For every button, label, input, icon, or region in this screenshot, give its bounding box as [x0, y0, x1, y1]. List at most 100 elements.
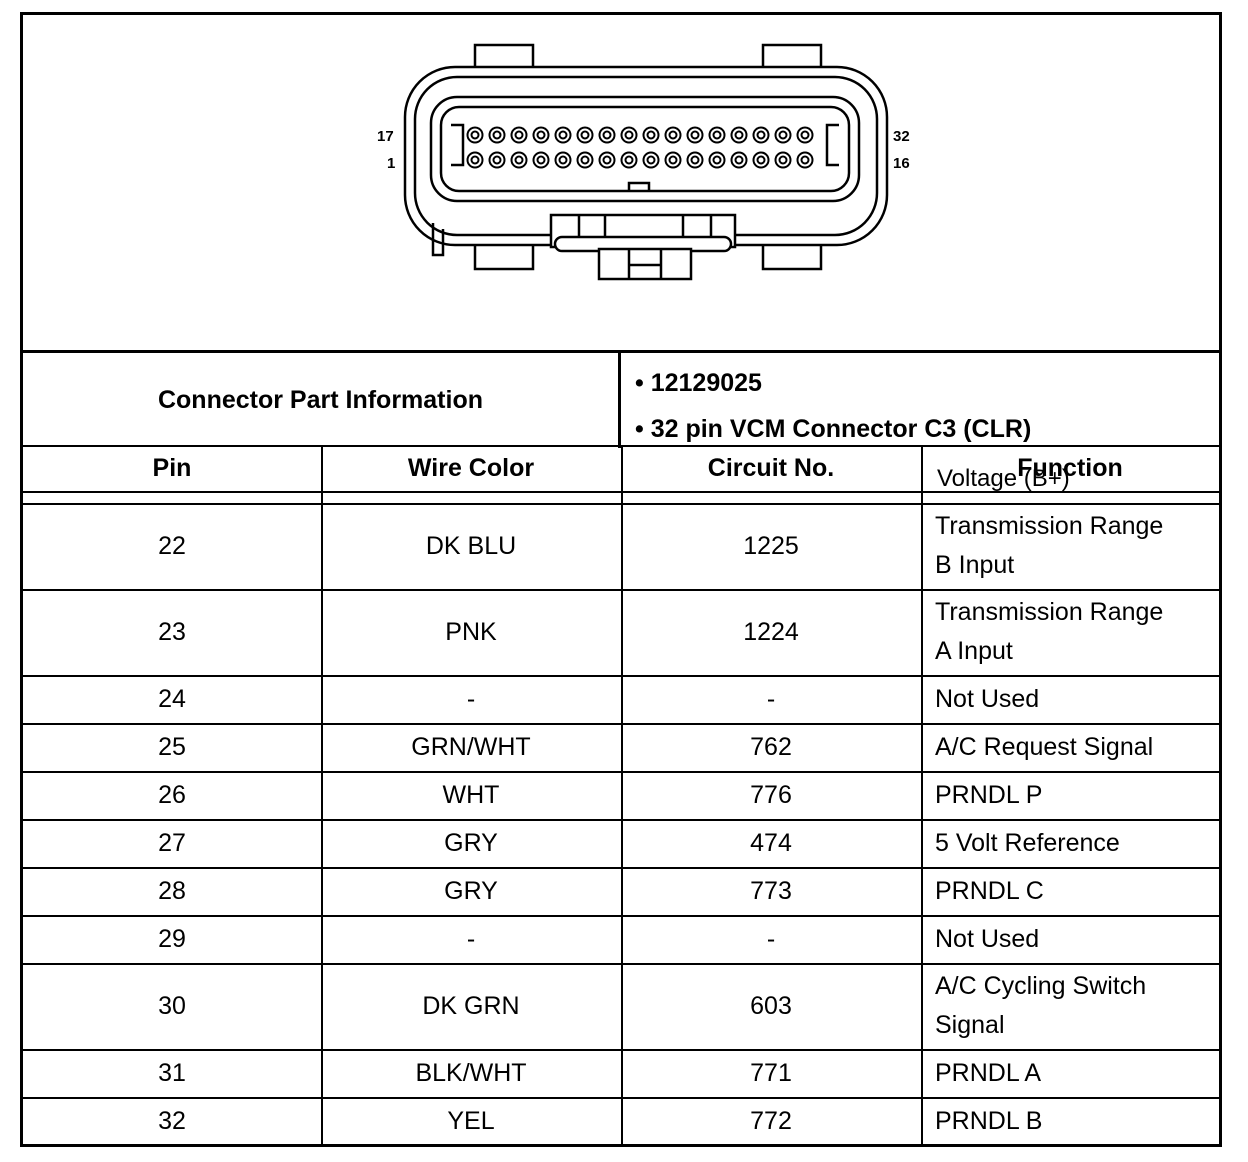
cell-pin: 26 [158, 780, 186, 809]
pin-hole-inner [646, 130, 656, 140]
pin-hole-inner [602, 130, 612, 140]
pin-hole-inner [756, 155, 766, 165]
pin-hole-inner [558, 155, 568, 165]
pin-hole [466, 151, 484, 169]
pin-hole [532, 151, 550, 169]
pin-hole-inner [778, 155, 788, 165]
cell-wire-color: PNK [445, 617, 497, 646]
cell-pin: 29 [158, 924, 186, 953]
row-divider [23, 445, 1219, 447]
cell-pin: 32 [158, 1106, 186, 1135]
overlapping-function-text: Voltage (B+) [937, 465, 1070, 492]
pin-hole [488, 151, 506, 169]
cell-wire-color: DK BLU [425, 531, 517, 560]
pin-hole-inner [800, 155, 810, 165]
cell-pin: 24 [158, 684, 186, 713]
pin-hole-inner [624, 155, 634, 165]
pin-hole [752, 126, 770, 144]
cell-function: PRNDL B [921, 1097, 1219, 1145]
function-line: Transmission Range [935, 512, 1164, 540]
function-line: Signal [935, 1011, 1005, 1039]
pin-hole-inner [646, 155, 656, 165]
cell-wire-color: WHT [442, 780, 500, 809]
row-divider [23, 491, 1219, 493]
cell-wire-color: YEL [447, 1106, 495, 1135]
pin-hole [620, 151, 638, 169]
header-circuit-no: Circuit No. [707, 453, 835, 482]
cell-wire-color: - [466, 684, 476, 713]
pin-hole-inner [624, 130, 634, 140]
pin-hole [532, 126, 550, 144]
cell-wire-color: BLK/WHT [415, 1058, 527, 1087]
pin-hole [554, 151, 572, 169]
pin-hole [796, 126, 814, 144]
pin-label-16: 16 [893, 155, 910, 172]
pin-hole-inner [514, 155, 524, 165]
cell-function: PRNDL C [921, 867, 1219, 915]
pin-hole-inner [734, 130, 744, 140]
row-divider [23, 723, 1219, 725]
connector-description: • 32 pin VCM Connector C3 (CLR) [635, 415, 1032, 443]
cell-function: Not Used [921, 675, 1219, 723]
cell-pin: 30 [158, 991, 186, 1020]
pin-hole-inner [536, 155, 546, 165]
pin-hole [774, 126, 792, 144]
pin-hole [510, 151, 528, 169]
cell-wire-color: DK GRN [422, 991, 520, 1020]
cell-circuit-no: 773 [750, 876, 792, 905]
pin-hole-inner [470, 130, 480, 140]
cell-pin: 23 [158, 617, 186, 646]
pin-label-32: 32 [893, 128, 910, 145]
pin-hole [620, 126, 638, 144]
pin-hole-inner [690, 155, 700, 165]
pin-hole [686, 151, 704, 169]
cell-pin: 28 [158, 876, 186, 905]
pin-hole-inner [800, 130, 810, 140]
cell-circuit-no: 603 [750, 991, 792, 1020]
cell-wire-color: GRN/WHT [411, 732, 531, 761]
row-divider [23, 771, 1219, 773]
pin-hole [664, 126, 682, 144]
function-line: A/C Request Signal [935, 732, 1154, 761]
pin-hole [642, 151, 660, 169]
pin-hole [466, 126, 484, 144]
cell-circuit-no: 1224 [743, 617, 799, 646]
pin-hole-inner [712, 130, 722, 140]
pin-hole [488, 126, 506, 144]
cell-wire-color: - [466, 924, 476, 953]
pin-hole-inner [558, 130, 568, 140]
row-divider [23, 503, 1219, 505]
pin-hole-inner [470, 155, 480, 165]
function-line: A Input [935, 637, 1013, 665]
row-divider [23, 963, 1219, 965]
cell-function: Not Used [921, 915, 1219, 963]
connector-part-info-label: Connector Part Information [23, 353, 621, 448]
cell-circuit-no: 771 [750, 1058, 792, 1087]
cell-function: PRNDL P [921, 771, 1219, 819]
column-divider [321, 445, 323, 1147]
pin-hole [576, 126, 594, 144]
function-text: PRNDL B [935, 1102, 1042, 1141]
column-divider [621, 445, 623, 1147]
pin-hole [708, 126, 726, 144]
pin-hole-inner [778, 130, 788, 140]
pin-hole [598, 151, 616, 169]
pin-hole [774, 151, 792, 169]
function-line: PRNDL P [935, 780, 1043, 809]
cell-circuit-no: - [766, 924, 776, 953]
function-text: A/C Request Signal [935, 728, 1153, 767]
pin-hole-inner [668, 155, 678, 165]
function-text: PRNDL C [935, 872, 1044, 911]
pin-hole-inner [756, 130, 766, 140]
pin-hole-inner [514, 130, 524, 140]
row-divider [23, 819, 1219, 821]
row-divider [23, 1097, 1219, 1099]
cell-pin: 27 [158, 828, 186, 857]
function-line: Not Used [935, 924, 1040, 953]
pin-hole [554, 126, 572, 144]
cell-pin: 25 [158, 732, 186, 761]
row-divider [23, 589, 1219, 591]
pin-hole [664, 151, 682, 169]
pin-hole-inner [536, 130, 546, 140]
